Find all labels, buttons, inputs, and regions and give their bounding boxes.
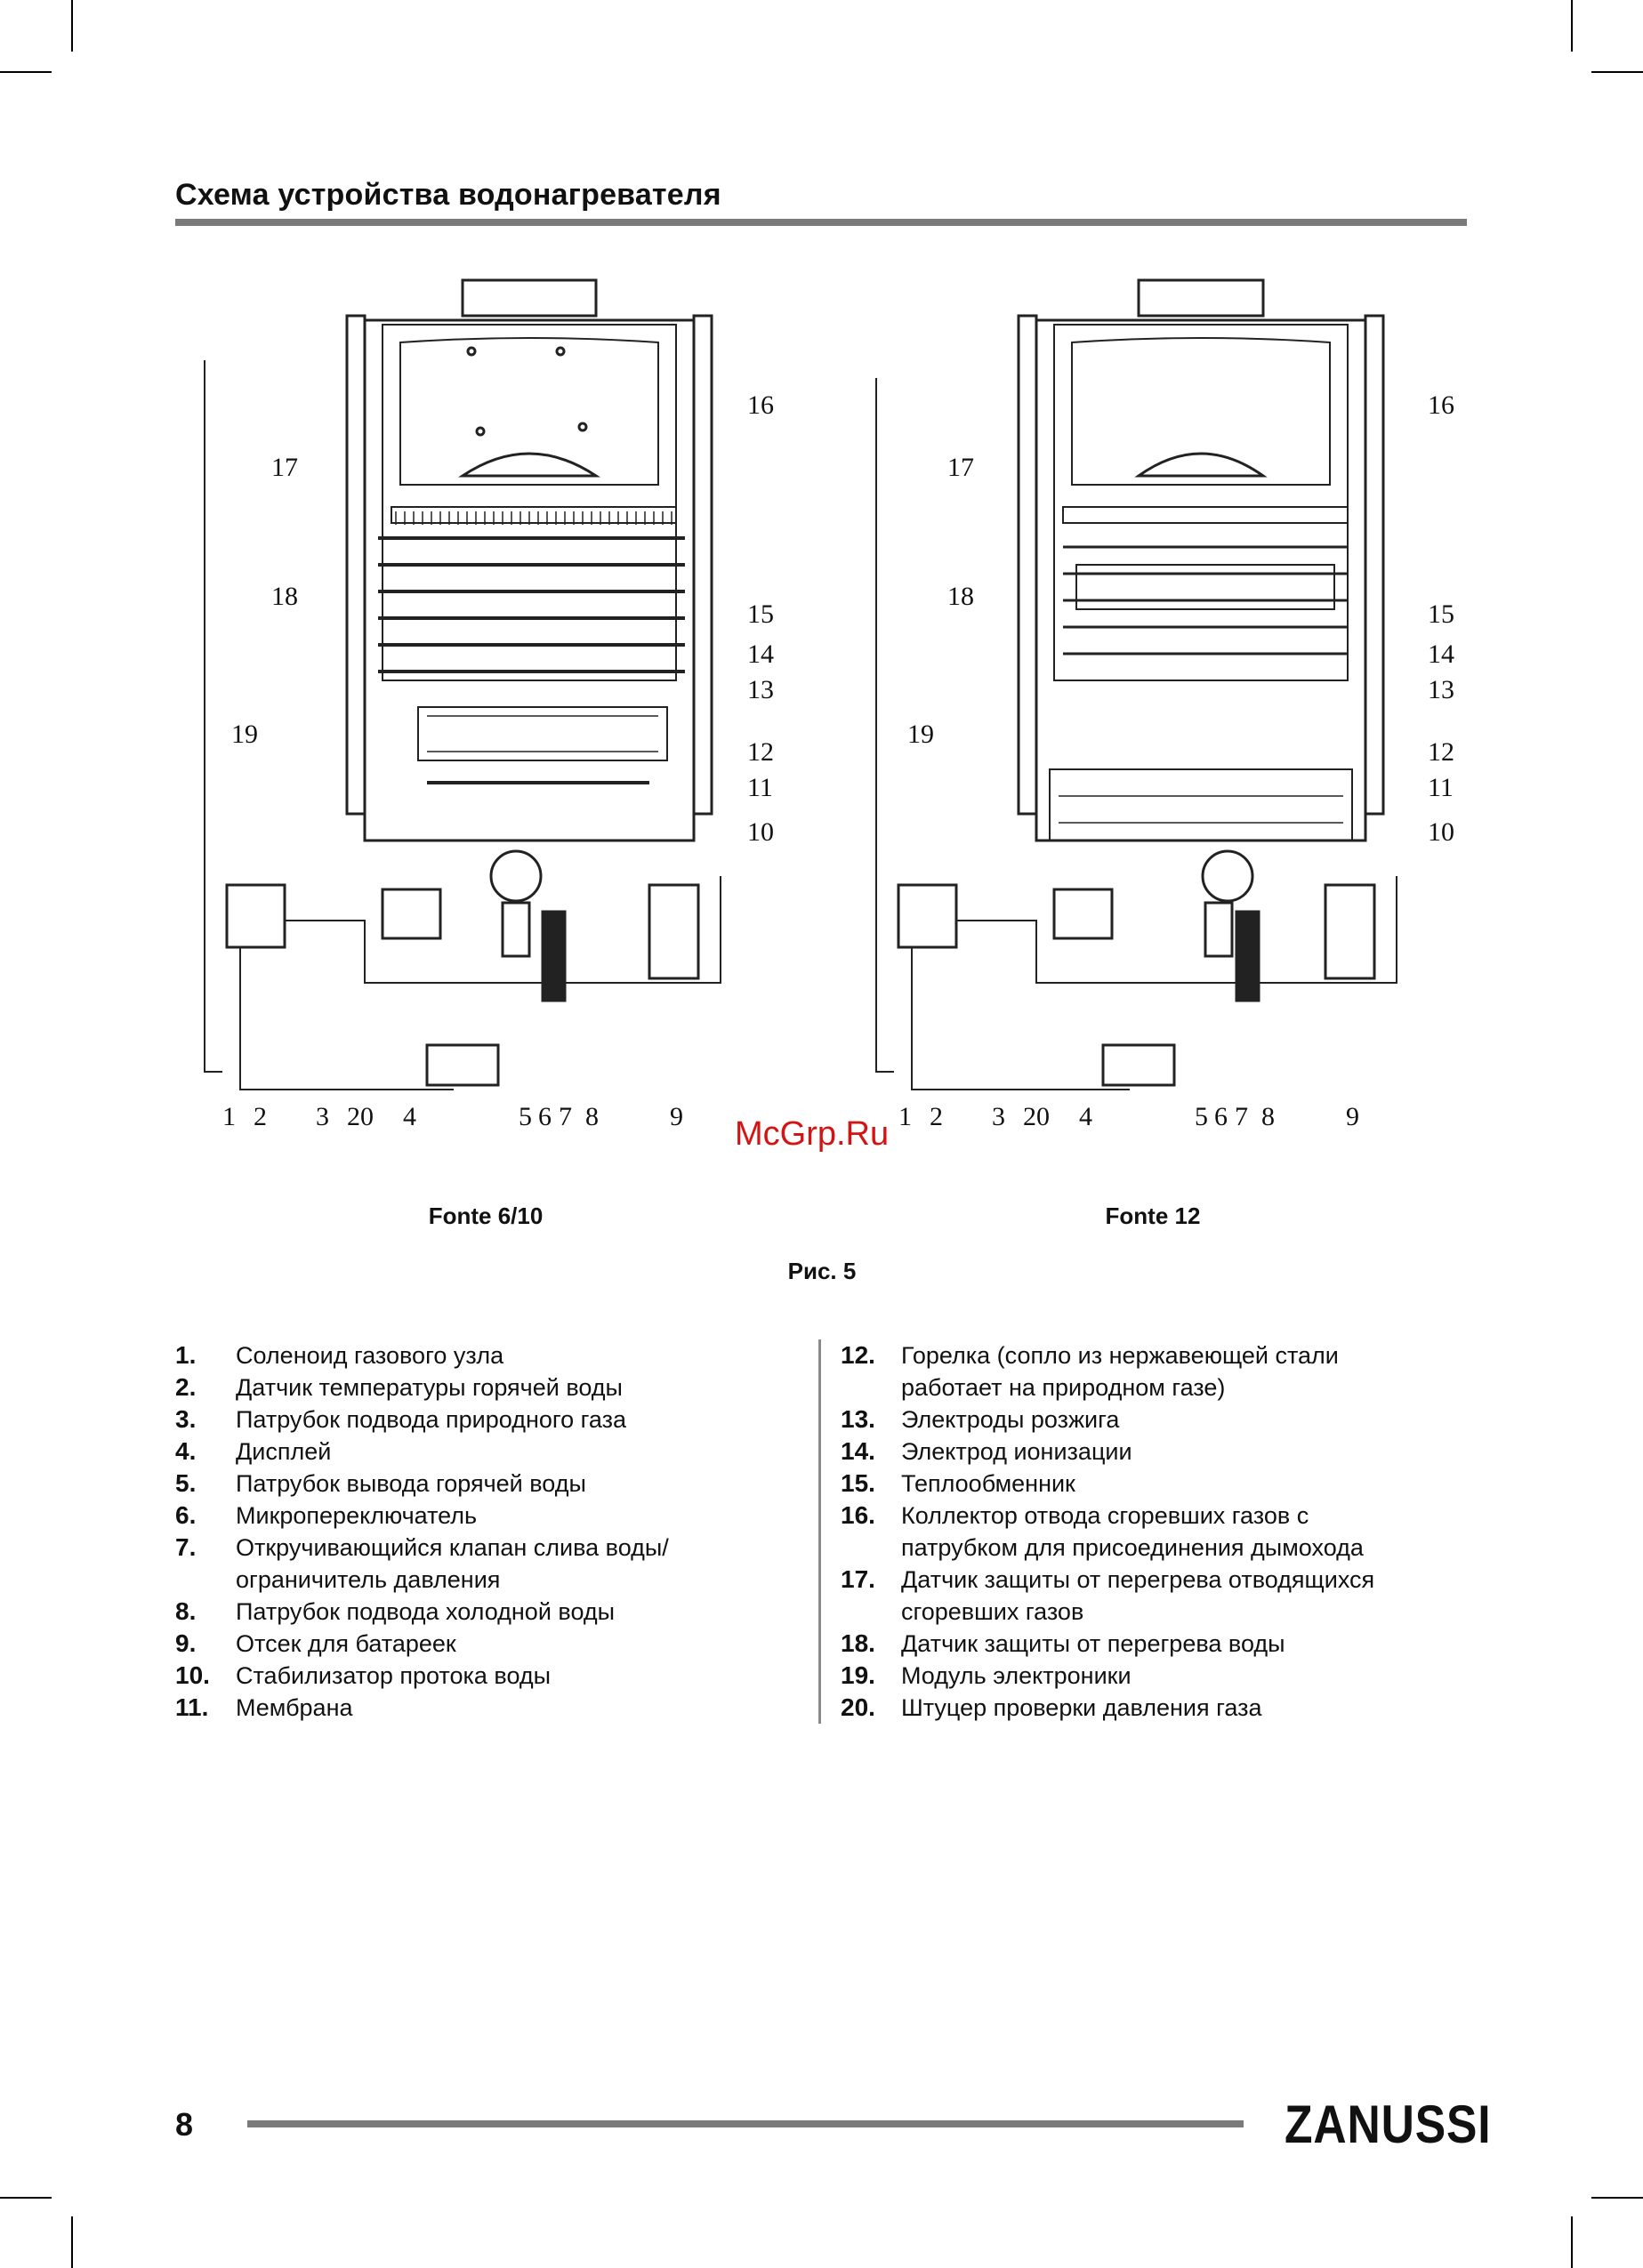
legend-item: 14.Электрод ионизации (841, 1437, 1132, 1465)
callout-3: 3 (992, 1102, 1005, 1131)
callout-15: 15 (1428, 599, 1454, 629)
callout-18: 18 (947, 582, 974, 611)
callout-11: 11 (1428, 773, 1454, 802)
legend-item: 20.Штуцер проверки давления газа (841, 1693, 1262, 1721)
callout-18: 18 (271, 582, 298, 611)
figure-caption: Рис. 5 (787, 1258, 857, 1284)
crop-mark (0, 2197, 52, 2199)
callout-5: 5 (1195, 1102, 1208, 1131)
callout-10: 10 (1428, 817, 1454, 847)
legend-item: 2.Датчик температуры горячей воды (175, 1373, 623, 1401)
callout-16: 16 (1428, 390, 1454, 420)
legend-item: 3.Патрубок подвода природного газа (175, 1405, 627, 1433)
callout-6: 6 (1214, 1102, 1228, 1131)
diagram-fonte-6-10: 16 17 18 15 14 13 19 12 11 10 1 2 3 20 4… (187, 271, 809, 1143)
legend-item: 6.Микропереключатель (175, 1501, 478, 1529)
legend-item: 4.Дисплей (175, 1437, 332, 1465)
legend-item: 17.Датчик защиты от перегрева отводящихс… (841, 1565, 1375, 1625)
crop-mark (1591, 71, 1643, 73)
legend-item: 7.Откручивающийся клапан слива воды/огра… (175, 1533, 669, 1593)
crop-mark (1571, 0, 1573, 52)
legend-left: 1.Соленоид газового узла 2.Датчик темпер… (175, 1339, 798, 1724)
brand-logo: ZANUSSI (1285, 2095, 1492, 2154)
callout-14: 14 (1428, 639, 1454, 669)
callout-10: 10 (747, 817, 774, 847)
legend-item: 1.Соленоид газового узла (175, 1341, 504, 1369)
callout-7: 7 (559, 1102, 572, 1131)
callout-9: 9 (1346, 1102, 1359, 1131)
legend-item: 8.Патрубок подвода холодной воды (175, 1597, 616, 1625)
callout-17: 17 (947, 453, 974, 482)
callout-8: 8 (585, 1102, 599, 1131)
callout-1: 1 (222, 1102, 236, 1131)
callout-11: 11 (747, 773, 773, 802)
legend-divider (818, 1339, 821, 1724)
callout-12: 12 (747, 737, 774, 767)
callout-17: 17 (271, 453, 298, 482)
callout-4: 4 (1079, 1102, 1092, 1131)
legend-item: 11.Мембрана (175, 1693, 353, 1721)
legend-item: 19.Модуль электроники (841, 1661, 1132, 1689)
callout-13: 13 (1428, 675, 1454, 704)
callout-2: 2 (930, 1102, 943, 1131)
legend-item: 13.Электроды розжига (841, 1405, 1120, 1433)
callout-9: 9 (670, 1102, 683, 1131)
footer-rule (247, 2120, 1244, 2127)
legend-item: 18.Датчик защиты от перегрева воды (841, 1629, 1285, 1657)
model-label-right: Fonte 12 (1105, 1202, 1201, 1229)
crop-mark (1571, 2216, 1573, 2268)
crop-mark (71, 0, 73, 52)
callout-19: 19 (907, 720, 934, 749)
page-number: 8 (175, 2106, 194, 2143)
crop-mark (0, 71, 52, 73)
page-title: Схема устройства водонагревателя (175, 178, 721, 212)
callout-2: 2 (254, 1102, 267, 1131)
callout-13: 13 (747, 675, 774, 704)
title-rule (175, 219, 1467, 226)
diagram-fonte-12: 16 17 18 15 14 13 19 12 11 10 1 2 3 20 4… (863, 271, 1486, 1143)
model-label-left: Fonte 6/10 (428, 1202, 544, 1229)
legend-item: 15.Теплообменник (841, 1469, 1075, 1497)
callout-6: 6 (538, 1102, 552, 1131)
callout-7: 7 (1235, 1102, 1248, 1131)
callout-14: 14 (747, 639, 774, 669)
crop-mark (1591, 2197, 1643, 2199)
callout-19: 19 (231, 720, 258, 749)
callout-20: 20 (347, 1102, 374, 1131)
legend-item: 10.Стабилизатор протока воды (175, 1661, 552, 1689)
callout-15: 15 (747, 599, 774, 629)
legend-item: 9.Отсек для батареек (175, 1629, 456, 1657)
callout-5: 5 (519, 1102, 532, 1131)
callout-1: 1 (898, 1102, 912, 1131)
callout-8: 8 (1261, 1102, 1275, 1131)
watermark: McGrp.Ru (735, 1115, 890, 1153)
legend-item: 5.Патрубок вывода горячей воды (175, 1469, 586, 1497)
callout-4: 4 (403, 1102, 416, 1131)
crop-mark (71, 2216, 73, 2268)
callout-20: 20 (1023, 1102, 1050, 1131)
callout-3: 3 (316, 1102, 329, 1131)
callout-16: 16 (747, 390, 774, 420)
callout-12: 12 (1428, 737, 1454, 767)
